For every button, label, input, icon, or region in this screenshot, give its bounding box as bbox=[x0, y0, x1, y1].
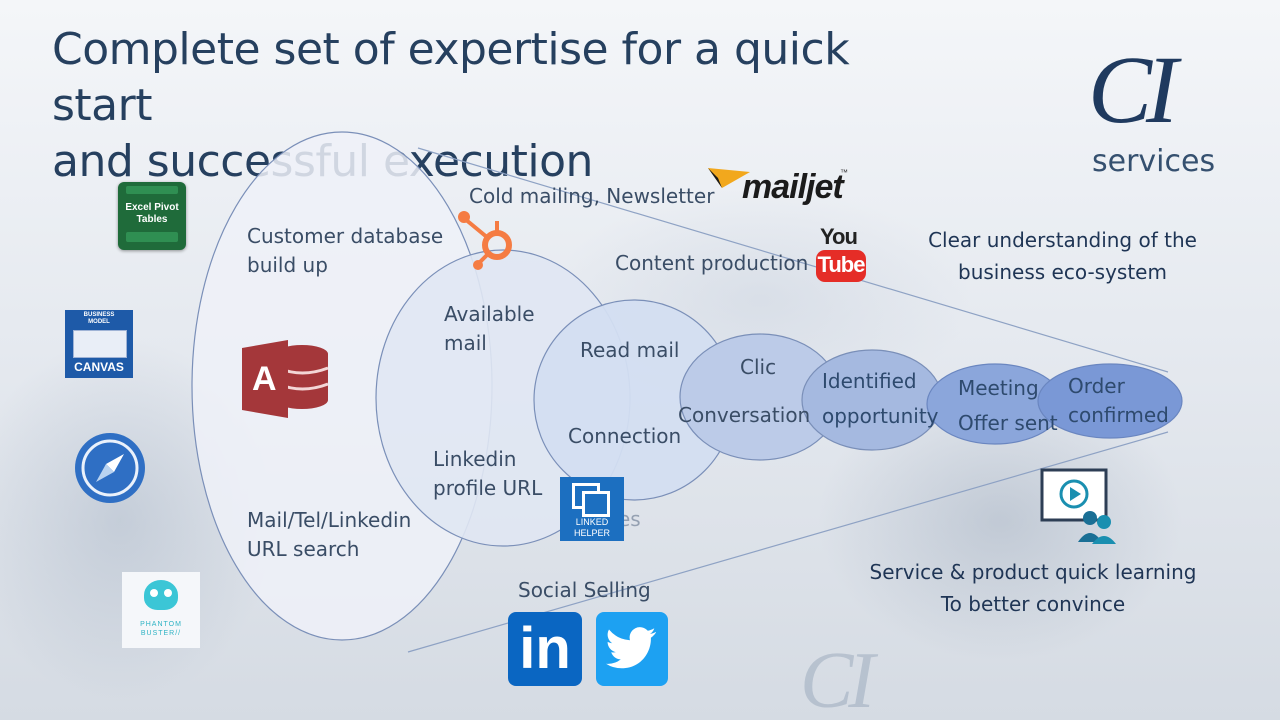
stage6-bottom-label: Offer sent bbox=[958, 411, 1058, 435]
stage6-top-label: Meeting bbox=[958, 376, 1039, 400]
twitter-icon bbox=[596, 612, 668, 686]
logo-subtitle: services bbox=[1092, 144, 1216, 179]
logo-letters: CI bbox=[1088, 36, 1178, 143]
stage2-bottom-label: Linkedin profile URL bbox=[433, 447, 543, 500]
stage5-bottom-label: opportunity bbox=[822, 404, 939, 428]
linked-helper-icon: LINKED HELPER bbox=[560, 477, 624, 541]
funnel-stage-7 bbox=[1037, 363, 1183, 439]
youtube-you-text: You bbox=[820, 224, 858, 249]
excel-icon-label: Excel Pivot Tables bbox=[125, 202, 179, 225]
linkedin-letters: in bbox=[519, 616, 571, 681]
stage1-bottom-label: Mail/Tel/Linkedin URL search bbox=[247, 508, 412, 561]
stage2-top-label: Available mail bbox=[444, 302, 535, 355]
stage4-top-label: Clic bbox=[740, 355, 777, 379]
youtube-logo: You Tube bbox=[816, 224, 868, 284]
stage4-bottom-label: Conversation bbox=[678, 403, 811, 427]
ci-services-logo: CI services bbox=[1080, 40, 1220, 180]
stage3-bottom-label: Connection bbox=[568, 424, 682, 448]
mailjet-logo: mailjet ™ bbox=[708, 166, 850, 212]
bmc-bottom-label: CANVAS bbox=[74, 360, 124, 374]
ci-watermark: CI bbox=[800, 637, 875, 725]
cold-mailing-label: Cold mailing, Newsletter bbox=[469, 184, 715, 208]
compass-icon bbox=[75, 433, 145, 503]
stage1-top-label: Customer database build up bbox=[247, 224, 444, 277]
title-line-1: Complete set of expertise for a quick st… bbox=[52, 24, 850, 131]
business-model-canvas-icon: BUSINESS MODEL CANVAS bbox=[65, 310, 133, 378]
phantom-buster-icon: PHANTOM BUSTER// bbox=[122, 572, 200, 648]
access-letter: A bbox=[252, 360, 277, 398]
hubspot-icon bbox=[458, 211, 512, 270]
stage3-top-label: Read mail bbox=[580, 338, 680, 362]
linkedin-icon: in bbox=[508, 612, 582, 686]
twitter-bird-icon bbox=[606, 627, 656, 669]
stage5-top-label: Identified bbox=[822, 369, 917, 393]
excel-pivot-tables-icon: Excel Pivot Tables bbox=[118, 182, 186, 250]
ms-access-icon bbox=[242, 340, 329, 418]
linked-helper-label: LINKED HELPER bbox=[573, 517, 610, 538]
quick-learning-text: Service & product quick learning To bett… bbox=[869, 560, 1197, 616]
content-production-label: Content production bbox=[615, 251, 809, 275]
stage7-top-label: Order bbox=[1068, 374, 1125, 398]
video-learning-icon bbox=[1040, 468, 1116, 544]
phantom-buster-label: PHANTOM BUSTER// bbox=[140, 621, 182, 637]
eco-system-text: Clear understanding of the business eco-… bbox=[928, 228, 1197, 284]
stage7-bottom-label: confirmed bbox=[1068, 403, 1169, 427]
funnel-stage-5 bbox=[801, 349, 943, 451]
bmc-top-label: BUSINESS MODEL bbox=[83, 312, 115, 325]
mailjet-wordmark: mailjet bbox=[742, 168, 844, 206]
youtube-tube-text: Tube bbox=[817, 252, 866, 277]
mailjet-plane-icon bbox=[708, 168, 750, 188]
social-selling-label: Social Selling bbox=[518, 578, 651, 602]
mailjet-trademark: ™ bbox=[840, 168, 848, 177]
